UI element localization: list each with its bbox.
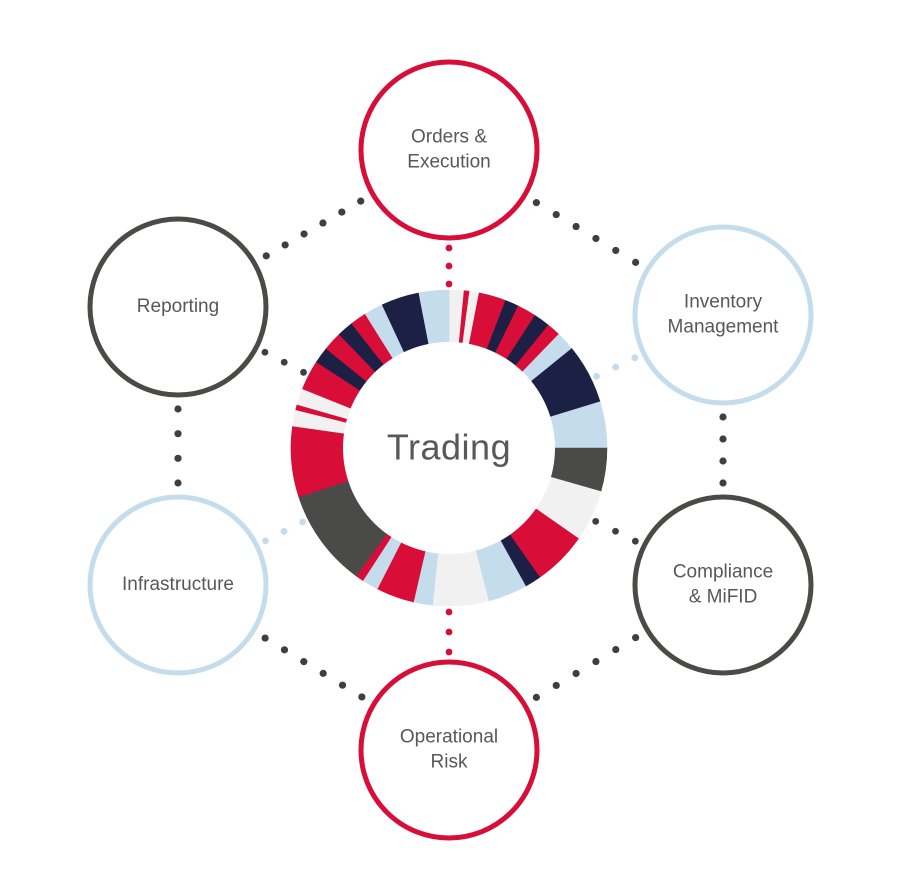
node-compliance-mifid[interactable]: Compliance& MiFID xyxy=(632,494,814,676)
spoke-dot xyxy=(445,262,453,270)
node-circle-orders-execution[interactable] xyxy=(358,59,540,241)
connector-dot xyxy=(719,413,727,421)
spoke-dot xyxy=(593,372,600,380)
connector-dot xyxy=(532,693,540,701)
connector-dot xyxy=(552,210,560,219)
connector-dot xyxy=(612,246,620,255)
connector-dot xyxy=(719,457,727,465)
connector-dot xyxy=(552,681,560,690)
connector-dot xyxy=(592,657,600,666)
ring-connector-dots-group xyxy=(174,197,727,701)
node-circle-operational-risk[interactable] xyxy=(358,659,540,841)
spoke-dot xyxy=(445,244,453,252)
connector-dot xyxy=(719,435,727,443)
hub-inner-disc xyxy=(343,342,555,554)
connector-dot xyxy=(281,241,289,249)
node-label-infrastructure: Infrastructure xyxy=(122,574,234,595)
connector-dot xyxy=(261,634,269,642)
node-circle-reporting[interactable] xyxy=(87,216,269,398)
connector-dot xyxy=(719,479,727,487)
connector-dot xyxy=(174,405,182,413)
connector-dot xyxy=(532,199,540,207)
node-label-reporting: Reporting xyxy=(137,296,219,317)
spoke-dot xyxy=(445,608,453,616)
connector-dot xyxy=(300,230,308,238)
connector-dot xyxy=(632,634,640,642)
hub-label: Trading xyxy=(387,427,511,468)
node-circle-inventory-management[interactable] xyxy=(632,224,814,406)
spoke-dot xyxy=(445,628,453,636)
spoke-dot xyxy=(612,363,620,371)
connector-dot xyxy=(572,222,580,231)
spoke-dot xyxy=(631,537,639,545)
node-reporting[interactable]: Reporting xyxy=(87,216,269,398)
spoke-dot xyxy=(280,527,288,535)
node-label-compliance-mifid: Compliance& MiFID xyxy=(673,562,773,608)
node-circle-compliance-mifid[interactable] xyxy=(632,494,814,676)
spoke-dot xyxy=(445,280,453,288)
spoke-dot xyxy=(261,348,269,356)
connector-dot xyxy=(632,258,640,266)
connector-dot xyxy=(319,219,327,227)
spoke-dot xyxy=(592,517,600,525)
node-orders-execution[interactable]: Orders &Execution xyxy=(358,59,540,241)
spoke-dot xyxy=(280,358,288,366)
node-circle-infrastructure[interactable] xyxy=(87,494,269,676)
connector-dot xyxy=(174,454,182,462)
connector-dot xyxy=(174,430,182,438)
spoke-dot xyxy=(262,537,269,545)
connector-dot xyxy=(338,208,346,216)
connector-dot xyxy=(358,693,366,701)
connector-dot xyxy=(280,646,289,654)
spoke-dots-group xyxy=(261,244,639,656)
node-label-orders-execution: Orders &Execution xyxy=(407,127,490,173)
spoke-dot xyxy=(445,648,453,656)
connector-dot xyxy=(262,252,270,260)
connector-dot xyxy=(572,669,580,678)
connector-dot xyxy=(319,669,327,677)
spoke-dot xyxy=(299,518,307,526)
spoke-dot xyxy=(631,354,639,362)
connector-dot xyxy=(174,479,182,487)
connector-dot xyxy=(592,234,600,243)
spoke-dot xyxy=(300,368,307,376)
connector-dot xyxy=(338,681,347,689)
donut-ring xyxy=(290,289,608,607)
spoke-dot xyxy=(612,527,619,535)
connector-dot xyxy=(612,645,620,654)
connector-dot xyxy=(300,658,308,666)
connector-dot xyxy=(357,197,365,205)
node-infrastructure[interactable]: Infrastructure xyxy=(87,494,269,676)
